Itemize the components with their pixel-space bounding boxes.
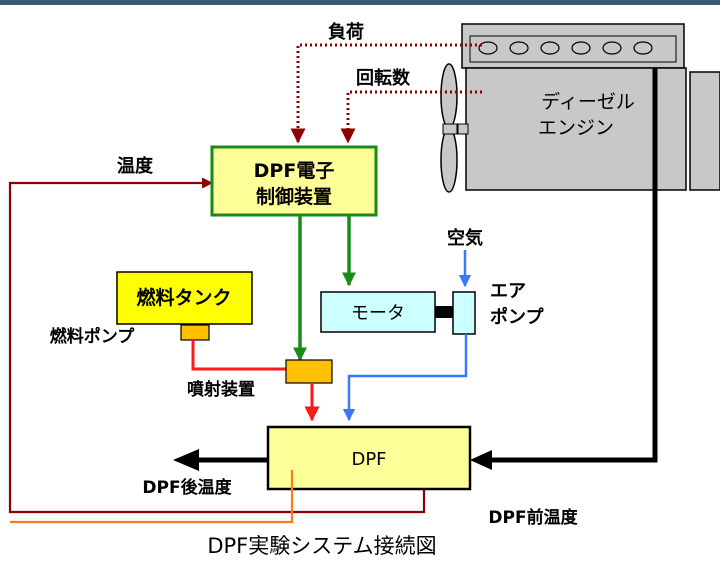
air-pump-label-line2: ポンプ (490, 306, 544, 328)
temperature-label: 温度 (117, 155, 154, 177)
dpf-label: DPF (351, 449, 386, 470)
dpf-after-temp-line (10, 470, 294, 524)
dpf-controller: DPF電子 制御装置 (210, 145, 378, 217)
cylinder-4 (571, 41, 591, 55)
engine-shaft (457, 123, 469, 135)
dpf-before-temp-label: DPF前温度 (488, 507, 578, 528)
cylinder-2 (509, 41, 529, 55)
controller-label-line2: 制御装置 (256, 185, 332, 208)
exhaust-to-dpf-line (488, 68, 658, 463)
injector-label: 噴射装置 (187, 379, 255, 400)
fuel-pump-box (180, 324, 210, 341)
rpm-label: 回転数 (356, 67, 411, 89)
load-label: 負荷 (328, 21, 364, 43)
engine-block (465, 67, 687, 191)
air-pump-label-line1: エア (490, 281, 526, 302)
air-label: 空気 (447, 227, 483, 249)
motor-label: モータ (351, 303, 405, 324)
engine-label-line1: ディーゼル (541, 91, 635, 113)
air-to-dpf-line (342, 334, 468, 422)
fan-blade-upper (440, 63, 458, 129)
controller-box (210, 145, 378, 217)
air-pump-box (452, 291, 476, 335)
motor-coupling (435, 306, 453, 318)
fan-blade-lower (440, 127, 458, 193)
engine-side-block (689, 71, 720, 191)
fuel-pump-label: 燃料ポンプ (50, 326, 135, 347)
controller-label-line1: DPF電子 (254, 160, 335, 182)
fan-hub (442, 123, 458, 135)
fuel-line (191, 340, 286, 371)
exhaust-to-dpf-arrowhead (470, 450, 492, 470)
cylinder-6 (633, 41, 653, 55)
load-signal-line (290, 43, 482, 144)
cylinder-3 (540, 41, 560, 55)
temperature-feedback-line (8, 177, 426, 514)
dpf-box (266, 425, 472, 491)
fuel-tank-label: 燃料タンク (136, 286, 231, 309)
top-strip (0, 0, 720, 5)
diesel-engine: ディーゼル エンジン (440, 23, 720, 193)
injector-box (285, 359, 333, 384)
exhaust-out-arrowhead (173, 449, 199, 471)
fuel-tank-box (116, 271, 253, 325)
cylinder-1 (478, 41, 498, 55)
dpf-after-temp-label: DPF後温度 (142, 477, 232, 498)
engine-cylinder-rail (469, 35, 677, 63)
diagram-caption: DPF実験システム接続図 (207, 534, 436, 558)
cylinder-5 (602, 41, 622, 55)
engine-label-line2: エンジン (538, 117, 614, 139)
